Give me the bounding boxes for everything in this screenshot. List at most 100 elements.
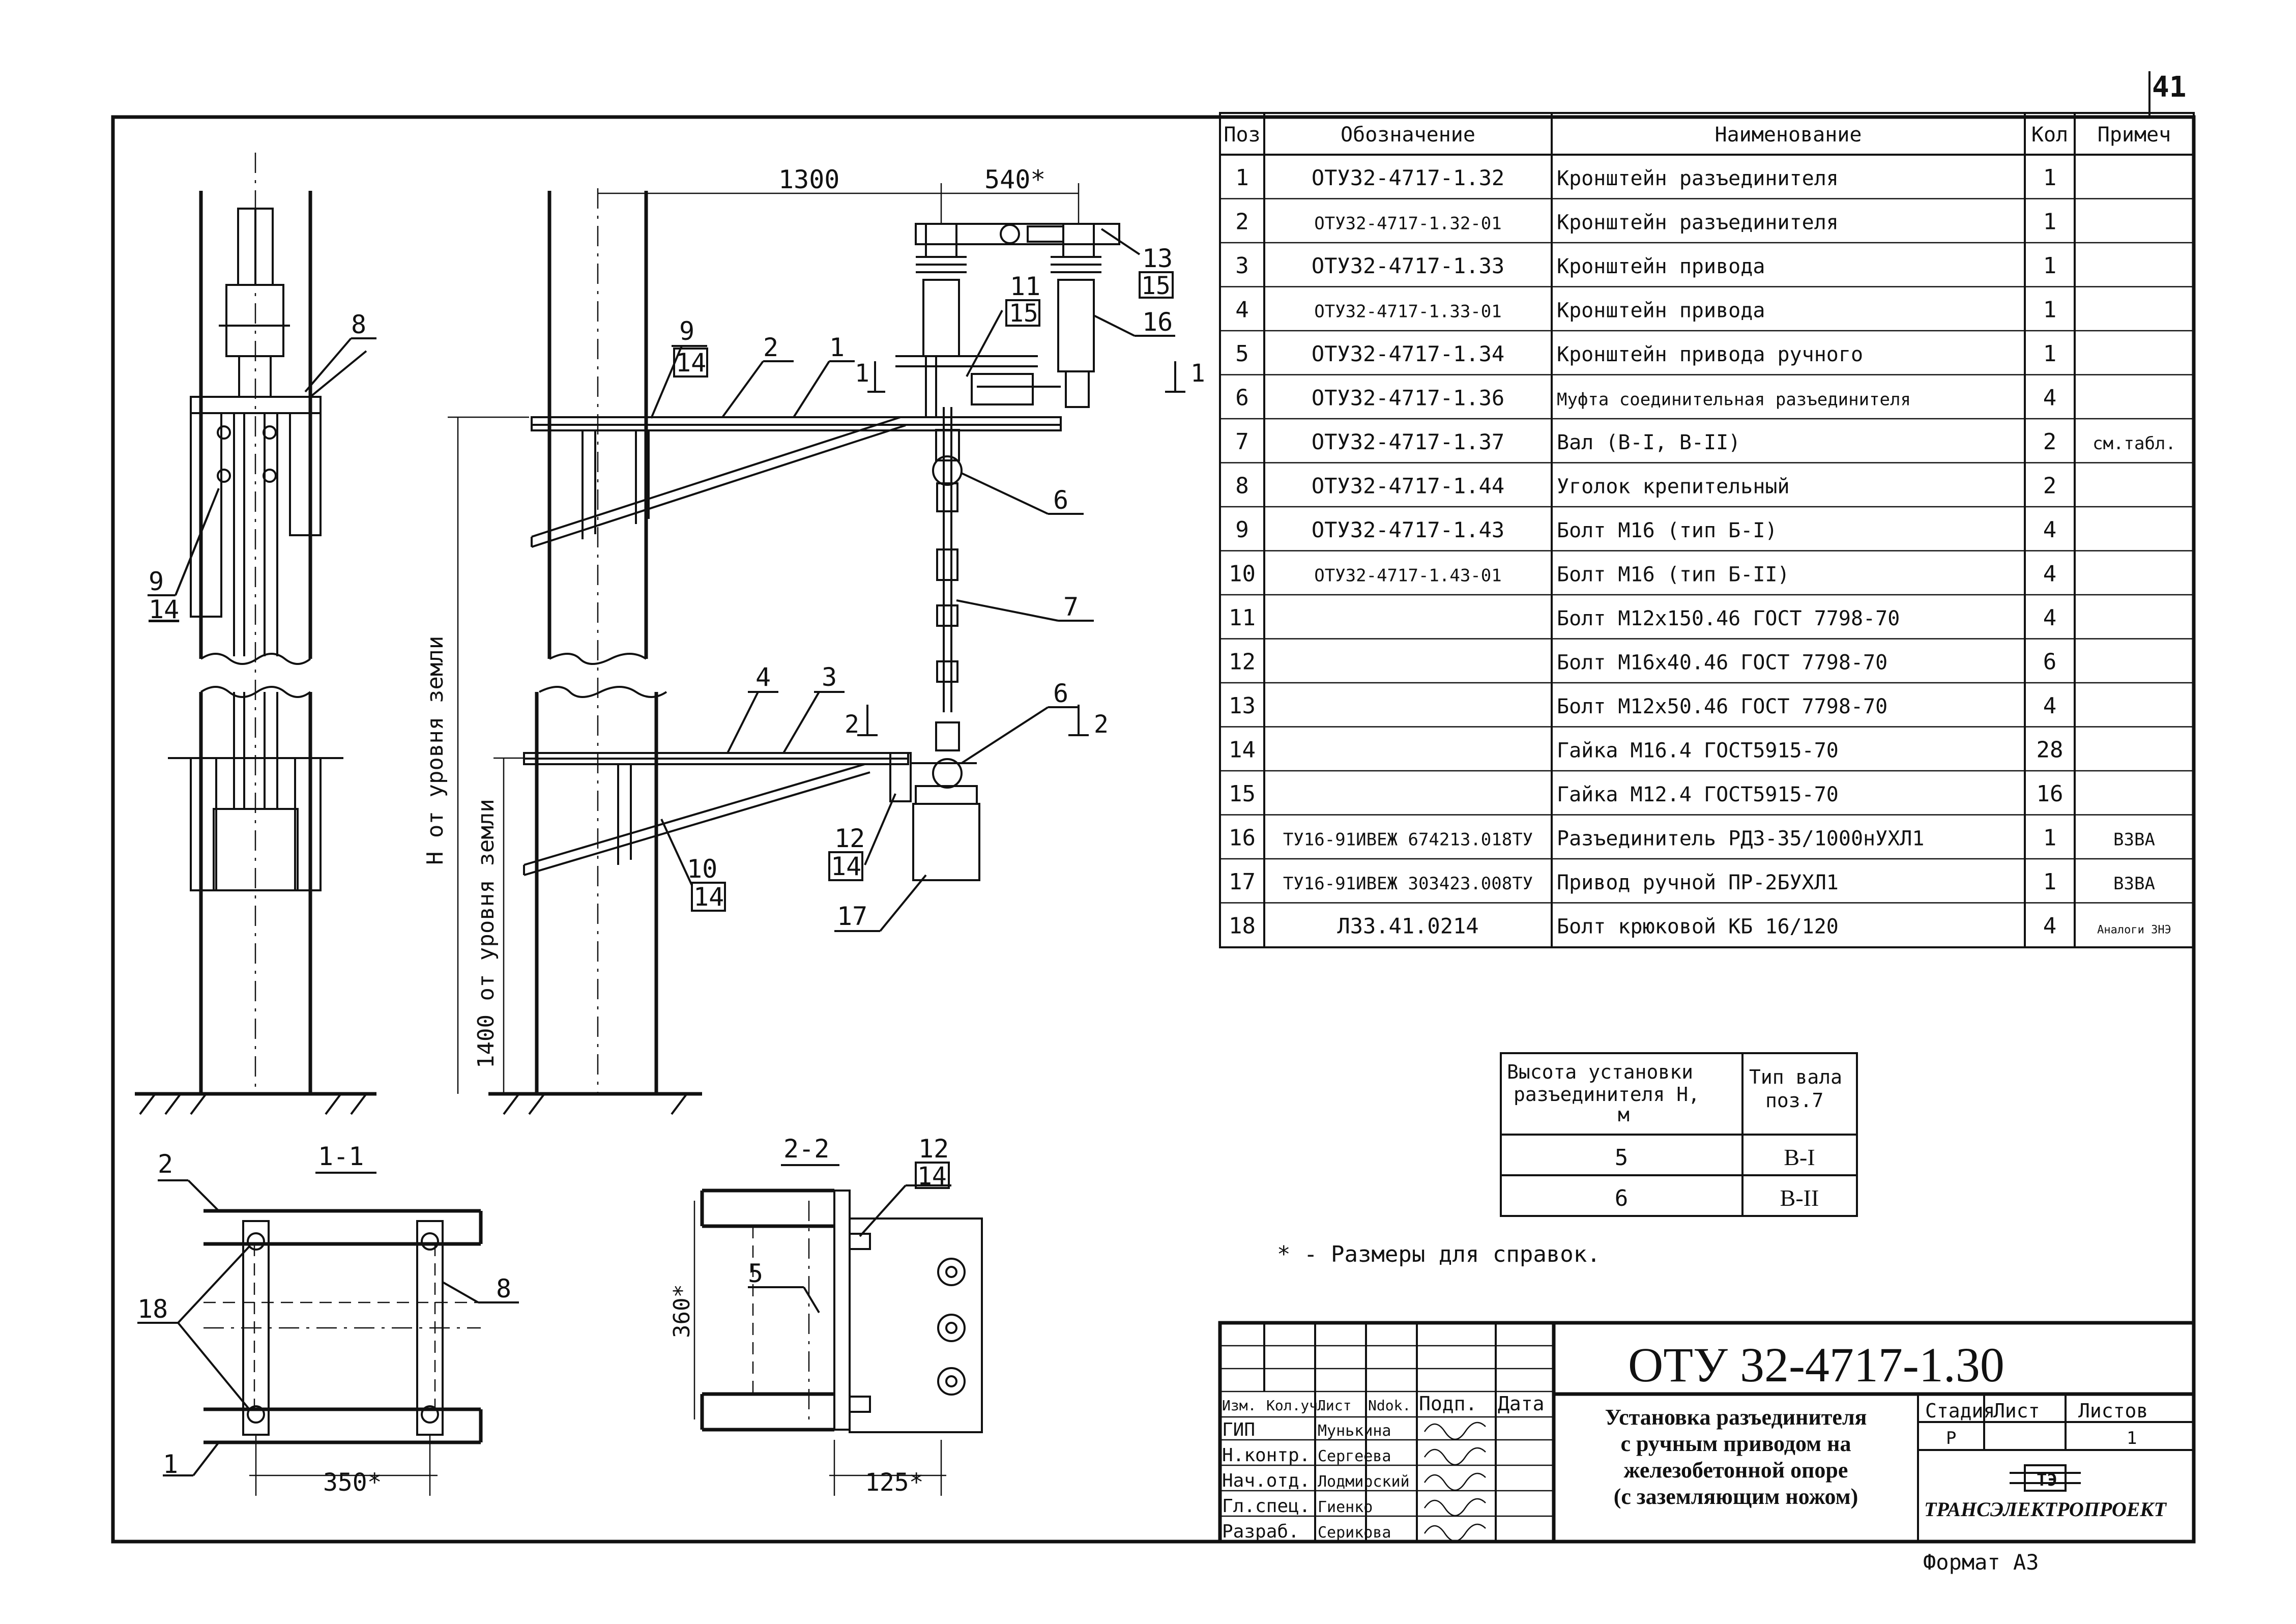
section-2-2: 2-2 360* 125* 12 14 5 [669,1134,983,1497]
spec-cell: Болт крюковой КБ 16/120 [1557,915,1839,939]
spec-cell: 12 [1229,649,1256,675]
dim-125: 125* [865,1468,924,1497]
spec-cell: 2 [1235,209,1249,235]
tb-role: Нач.отд. [1222,1470,1310,1491]
spec-cell: Болт М16x40.46 ГОСТ 7798-70 [1557,651,1887,675]
spec-cell: 4 [2043,517,2057,543]
spec-table-border [1219,112,2195,948]
signature-icon [1423,1498,1486,1517]
spec-cell: Разъединитель РДЗ-35/1000нУХЛ1 [1557,827,1924,851]
spec-cell: ОТУ32-4717-1.43 [1312,517,1504,542]
spec-header-3: Кол [2031,123,2068,147]
title-line: железобетонной опоре [1624,1458,1848,1483]
spec-cell: 1 [2043,209,2057,235]
signature-icon [1423,1523,1486,1542]
spec-cell: ОТУ32-4717-1.37 [1312,429,1504,454]
spec-cell: 3 [1235,253,1249,279]
cut-mark-1-left: 1 [855,359,869,388]
spec-cell: 4 [2043,561,2057,587]
spec-cell: Привод ручной ПР-2БУХЛ1 [1557,871,1839,894]
spec-cell: 10 [1229,561,1256,587]
spec-cell: ОТУ32-4717-1.32-01 [1314,214,1501,234]
tb-role: Разраб. [1222,1521,1299,1542]
shaft-type: В-I [1784,1144,1815,1170]
signature-icon [1423,1447,1486,1466]
spec-cell: Кронштейн привода ручного [1557,343,1863,366]
signature-icon [1423,1472,1486,1491]
front-view: 1300 540* H от уровня земли 1400 от уров… [422,165,1205,1115]
tb-col-header: Ndok. [1368,1397,1411,1414]
svg-text:ТЭ: ТЭ [2037,1470,2057,1490]
spec-cell: см.табл. [2092,433,2176,454]
spec-cell: ТУ16-91ИВЕЖ 674213.018ТУ [1283,830,1533,850]
dim-H: H от уровня земли [422,636,448,865]
section-2-2-label: 2-2 [783,1134,829,1164]
tb-person: Гиенко [1318,1498,1373,1516]
callout-13: 13 [1142,244,1173,273]
callout-5: 5 [748,1259,763,1288]
spec-cell: 4 [2043,605,2057,631]
spec-cell: ОТУ32-4717-1.32 [1312,165,1504,190]
tb-person: Мунькина [1318,1422,1391,1440]
dim-360: 360* [669,1284,695,1338]
spec-cell: 28 [2037,737,2064,763]
spec-header-1: Обозначение [1341,123,1475,147]
spec-cell: 4 [2043,913,2057,939]
spec-cell: 6 [1235,385,1249,411]
callout-14-drive: 14 [831,852,861,881]
spec-cell: ОТУ32-4717-1.34 [1312,341,1504,366]
tb-col-header: Кол.уч. [1266,1397,1326,1414]
spec-cell: 1 [2043,297,2057,323]
spec-cell: 9 [1235,517,1249,543]
callout-6-upper: 6 [1053,485,1068,515]
spec-cell: 4 [2043,693,2057,719]
spec-cell: 7 [1235,429,1249,455]
callout-9-front: 9 [679,316,694,346]
spec-cell: ОТУ32-4717-1.33 [1312,253,1504,278]
spec-cell: 1 [2043,253,2057,279]
tb-role: ГИП [1222,1419,1255,1440]
callout-7: 7 [1063,592,1079,622]
spec-cell: 4 [2043,385,2057,411]
sheets-header: Листов [2078,1400,2148,1422]
shaft-height: 5 [1615,1145,1629,1171]
callout-15-front: 15 [1009,299,1038,328]
spec-cell: 5 [1235,341,1249,367]
callout-4: 4 [755,662,771,692]
dim-1400: 1400 от уровня земли [473,799,499,1068]
shaft-type: В-II [1780,1185,1819,1211]
callout-3: 3 [822,662,837,692]
cut-mark-1-right: 1 [1190,359,1205,388]
spec-cell: 18 [1229,913,1256,939]
sheet-header: Лист [1993,1400,2040,1422]
spec-header-4: Примеч [2098,123,2171,147]
title-line: (с заземляющим ножом) [1614,1484,1858,1509]
callout-11: 11 [1010,272,1040,301]
spec-cell: ОТУ32-4717-1.36 [1312,386,1504,411]
spec-cell: 1 [2043,165,2057,191]
spec-cell: ТУ16-91ИВЕЖ 303423.008ТУ [1283,874,1533,894]
spec-cell: 13 [1229,693,1256,719]
spec-cell: Аналоги ЗНЭ [2097,924,2171,937]
callout-14-front: 14 [676,348,706,378]
section-1-1: 1-1 350* 2 1 18 8 [137,1142,519,1497]
callout-16: 16 [1142,307,1173,337]
spec-cell: 4 [1235,297,1249,323]
drawing-code: ОТУ 32-4717-1.30 [1628,1338,2004,1392]
tb-col-header: Дата [1498,1393,1545,1415]
spec-cell: 2 [2043,429,2057,455]
title-line: с ручным приводом на [1620,1431,1851,1456]
signature-icon [1423,1422,1486,1440]
spec-cell: 1 [2043,869,2057,895]
spec-cell: Болт М12x150.46 ГОСТ 7798-70 [1557,607,1900,630]
org-logo-icon: ТЭ [2010,1464,2081,1492]
spec-cell: 14 [1229,737,1256,763]
spec-cell: ОТУ32-4717-1.44 [1312,474,1504,499]
spec-cell: 15 [1229,781,1256,807]
callout-1-front: 1 [829,333,845,362]
callout-2-front: 2 [763,333,778,362]
